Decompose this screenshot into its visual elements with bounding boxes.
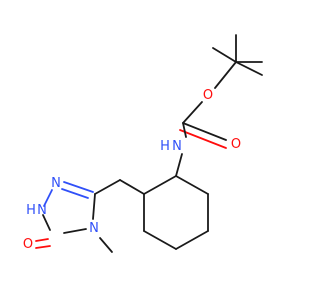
ring-bond-1 (175, 175, 209, 195)
bond-tbu-c-o (214, 61, 237, 89)
atom-ester-o: O (203, 88, 213, 103)
molecule-structure: N H O O N N H N O (23, 34, 263, 253)
tri-bond-c-n-double-2 (61, 188, 89, 199)
tert-butyl-group (212, 34, 263, 89)
tri-bond-c-n-double-1 (63, 181, 94, 193)
bond-tbu-c-ch3-right (235, 61, 263, 76)
cyclohexane-ring (143, 175, 209, 250)
bond-carbonyl-c-double-o-1 (182, 122, 227, 141)
bond-o-carbonyl-c (182, 101, 203, 124)
bond-n-methyl (99, 237, 113, 253)
atom-amide-n: N (172, 139, 182, 154)
tri-bond-n-n (43, 189, 53, 207)
bond-c-ketone-o-2 (35, 245, 51, 249)
atom-amide-h: H (160, 139, 170, 154)
atom-triazole-n-top: N (51, 176, 61, 191)
molecule-canvas: N H O O N N H N O (22, 34, 263, 253)
ring-bond-3 (175, 230, 209, 250)
ring-bond-6 (143, 175, 177, 195)
bond-carbonyl-c-n (182, 122, 187, 138)
atom-carbonyl-o: O (231, 137, 241, 152)
tri-bond-n-methyl-c (92, 193, 96, 220)
bond-c-ketone-o-1 (35, 238, 49, 242)
atom-triazole-n-methyl: N (89, 221, 99, 236)
bond-ring-ch2 (119, 179, 145, 195)
tri-bond-c-n-methyl (63, 228, 87, 234)
ring-bond-4 (143, 230, 177, 250)
atom-triazole-nh: N (37, 203, 47, 218)
bond-ch2-triazole-c (94, 179, 121, 195)
triazolone-ring (35, 181, 113, 253)
bond-carbonyl-c-double-o-2 (179, 129, 227, 149)
bond-n-ring-c1 (175, 153, 183, 177)
tri-bond-nh-c (42, 214, 51, 231)
bond-tbu-c-ch3-left (212, 47, 237, 63)
atom-ketone-o: O (23, 237, 33, 252)
carbamate-group (179, 101, 227, 149)
atom-triazole-nh-h: H (26, 203, 36, 218)
